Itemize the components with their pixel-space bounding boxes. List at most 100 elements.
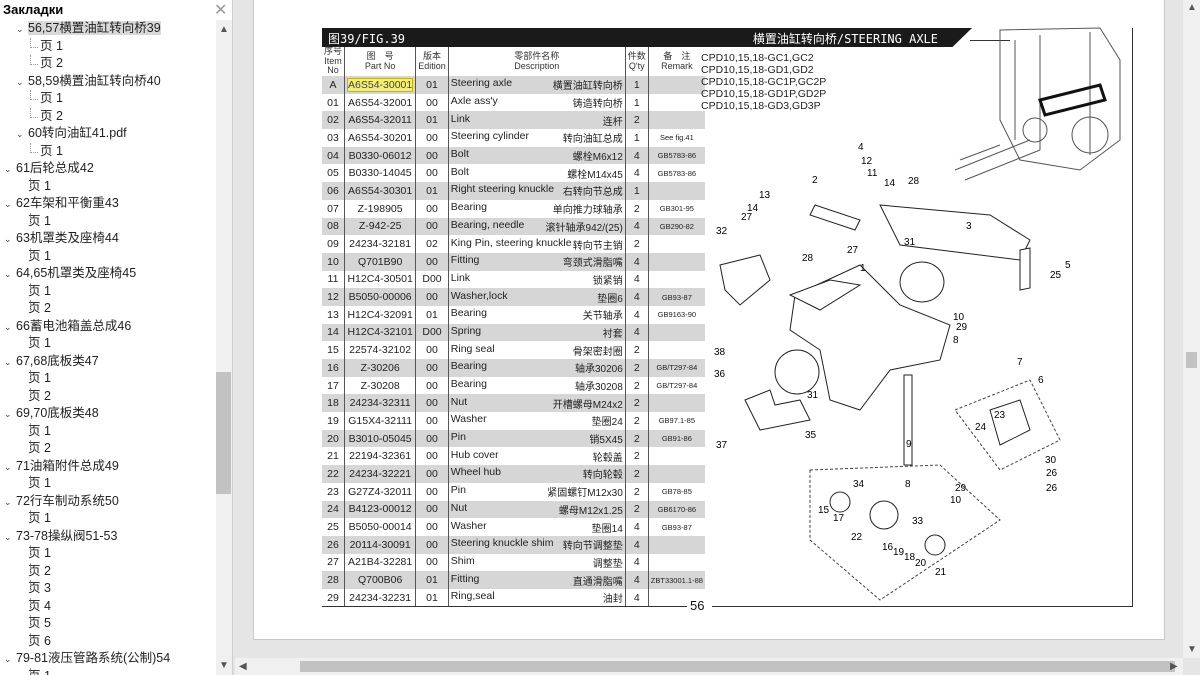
part-no-text[interactable]: 24234-32231 [349,591,412,604]
chevron-down-icon[interactable]: ⌄ [4,269,12,279]
part-no-text[interactable]: A21B4-32281 [348,556,413,569]
bookmark-page-item[interactable]: 页 1 [0,90,216,108]
bookmark-item[interactable]: ⌄72行车制动系统50 [0,493,216,511]
part-no-text[interactable]: B4123-00012 [348,503,412,516]
horizontal-scroll-thumb[interactable] [300,661,1175,672]
remark [648,341,705,359]
chevron-down-icon[interactable]: ⌄ [4,164,12,174]
part-no-text[interactable]: B5050-00014 [348,521,412,534]
bookmark-item[interactable]: ⌄66蓄电池箱盖总成46 [0,318,216,336]
scroll-down-icon[interactable]: ▼ [1187,644,1197,655]
bookmark-item[interactable]: ⌄61后轮总成42 [0,160,216,178]
bookmark-page-item[interactable]: 页 6 [0,632,216,651]
bookmark-page-item[interactable]: 页 1 [0,247,216,266]
bookmark-page-item[interactable]: 页 2 [0,440,216,458]
bookmark-item[interactable]: ⌄56,57横置油缸转向桥39 [0,20,216,38]
part-no-text[interactable]: Z-198905 [357,202,403,215]
bookmark-item[interactable]: ⌄67,68底板类47 [0,353,216,371]
part-no-text[interactable]: 22574-32102 [349,344,412,357]
bookmark-item[interactable]: ⌄60转向油缸41.pdf [0,125,216,143]
part-no-text[interactable]: Z-30206 [360,361,400,374]
part-no-text[interactable]: G15X4-32111 [348,414,413,427]
part-no-text[interactable]: 24234-32181 [349,238,412,251]
edition: 00 [415,518,449,536]
part-no-text[interactable]: Z-30208 [360,379,400,392]
part-no-text[interactable]: H12C4-32091 [347,308,413,321]
chevron-down-icon[interactable]: ⌄ [4,234,12,244]
part-no-text[interactable]: A6S54-30001 [347,77,414,92]
bookmark-item[interactable]: ⌄79-81液压管路系统(公制)54 [0,650,216,668]
chevron-down-icon[interactable]: ⌄ [4,356,12,367]
part-no-text[interactable]: A6S54-30301 [348,184,413,197]
part-no-text[interactable]: B0330-14045 [348,167,412,180]
bookmark-page-item[interactable]: 页 1 [0,282,216,301]
bookmark-page-item[interactable]: 页 4 [0,597,216,616]
bookmark-item[interactable]: ⌄58,59横置油缸转向桥40 [0,73,216,91]
bookmark-page-item[interactable]: 页 1 [0,335,216,353]
bookmark-item[interactable]: ⌄73-78操纵阀51-53 [0,528,216,546]
sidebar-scroll-thumb[interactable] [216,372,231,494]
bookmark-item[interactable]: ⌄62车架和平衡重43 [0,195,216,213]
chevron-down-icon[interactable]: ⌄ [16,129,24,139]
close-icon[interactable]: ✕ [214,2,228,19]
scroll-down-icon[interactable]: ▼ [219,660,229,671]
part-no-text[interactable]: A6S54-32001 [348,96,413,109]
part-no-text[interactable]: A6S54-32011 [348,114,412,127]
part-no-text[interactable]: Z-942-25 [358,220,402,233]
part-no-text[interactable]: 20114-30091 [349,538,411,551]
bookmark-page-item[interactable]: 页 1 [0,510,216,528]
part-no-text[interactable]: 22194-32361 [349,450,412,463]
chevron-down-icon[interactable]: ⌄ [4,461,12,472]
scroll-up-icon[interactable]: ▲ [219,24,229,35]
sidebar-scrollbar[interactable] [216,20,232,675]
part-no: B3010-05045 [344,429,417,448]
scroll-up-icon[interactable]: ▲ [1187,2,1197,13]
part-no-text[interactable]: B3010-05045 [348,432,412,445]
chevron-down-icon[interactable]: ⌄ [4,496,12,507]
bookmark-item[interactable]: ⌄71油箱附件总成49 [0,458,216,476]
chevron-down-icon[interactable]: ⌄ [4,321,12,332]
bookmark-page-item[interactable]: 页 2 [0,107,216,126]
chevron-down-icon[interactable]: ⌄ [4,654,12,664]
part-no-text[interactable]: B5050-00006 [348,291,412,304]
part-no-text[interactable]: Q701B90 [357,255,403,268]
bookmark-page-item[interactable]: 页 1 [0,475,216,493]
part-no-text[interactable]: 24234-32221 [349,467,412,480]
part-no-text[interactable]: H12C4-30501 [347,273,413,286]
bookmark-page-item[interactable]: 页 3 [0,580,216,598]
scroll-right-icon[interactable]: ▶ [1170,661,1178,672]
part-no-text[interactable]: G27Z4-32011 [348,485,413,498]
bookmark-page-item[interactable]: 页 2 [0,387,216,406]
edition: 00 [415,359,449,377]
bookmark-item[interactable]: ⌄69,70底板类48 [0,405,216,423]
part-no-text[interactable]: H12C4-32101 [347,326,413,339]
bookmark-item[interactable]: ⌄63机罩类及座椅44 [0,230,216,248]
part-no-text[interactable]: Q700B06 [357,574,403,587]
bookmark-page-item[interactable]: 页 1 [0,142,216,161]
bookmark-page-item[interactable]: 页 1 [0,422,216,441]
bookmark-page-item[interactable]: 页 5 [0,615,216,633]
bookmark-page-item[interactable]: 页 1 [0,370,216,388]
chevron-down-icon[interactable]: ⌄ [4,409,12,419]
bookmark-page-item[interactable]: 页 1 [0,37,216,56]
bookmark-page-item[interactable]: 页 1 [0,667,216,675]
bookmark-page-item[interactable]: 页 2 [0,562,216,581]
chevron-down-icon[interactable]: ⌄ [16,76,24,87]
chevron-down-icon[interactable]: ⌄ [4,199,12,209]
bookmark-page-item[interactable]: 页 1 [0,212,216,231]
part-no-text[interactable]: B0330-06012 [348,149,412,162]
bookmark-page-item[interactable]: 页 2 [0,300,216,318]
callout-number: 31 [904,237,916,248]
chevron-down-icon[interactable]: ⌄ [4,531,12,542]
bookmark-page-item[interactable]: 页 1 [0,177,216,196]
vertical-scrollbar[interactable] [1183,0,1200,658]
vertical-scroll-thumb[interactable] [1186,352,1197,368]
scroll-left-icon[interactable]: ◀ [239,661,247,672]
part-no-text[interactable]: A6S54-30201 [348,131,413,144]
part-no-text[interactable]: 24234-32311 [349,397,411,410]
bookmark-page-item[interactable]: 页 2 [0,55,216,73]
bookmark-item[interactable]: ⌄64,65机罩类及座椅45 [0,265,216,283]
chevron-down-icon[interactable]: ⌄ [16,24,24,34]
bookmark-page-item[interactable]: 页 1 [0,545,216,563]
